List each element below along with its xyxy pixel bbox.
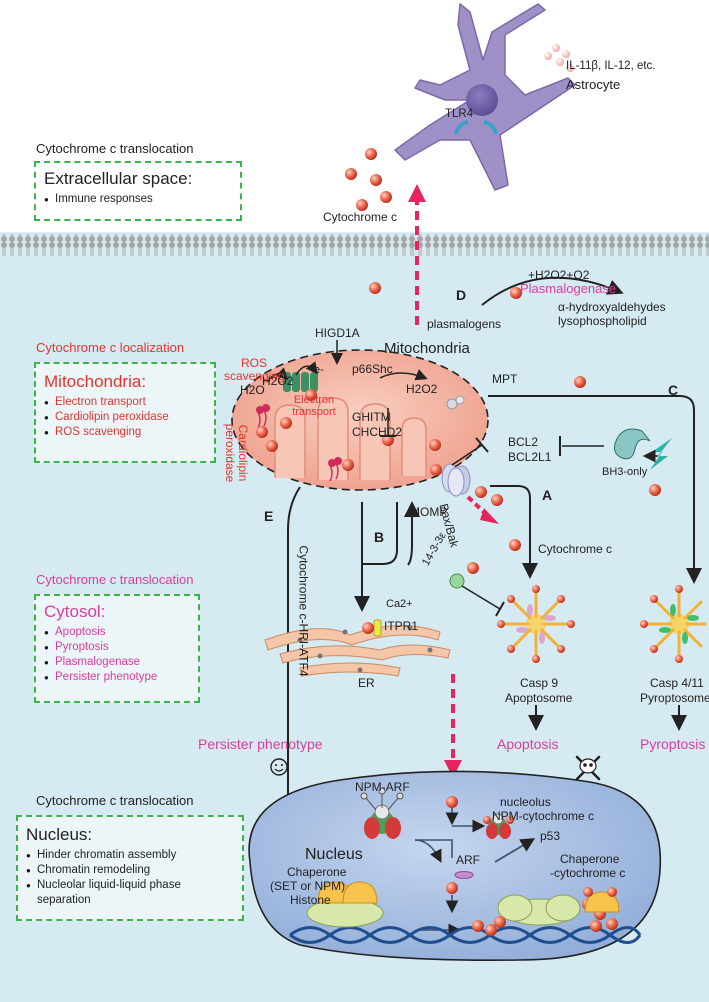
electron-transport-label: Electron transport <box>292 394 336 418</box>
pyroptosome-label: Pyroptosome <box>640 691 709 705</box>
nucleus-title: Nucleus: <box>26 825 93 844</box>
extracellular-list: Immune responses <box>44 192 232 207</box>
mitochondria-list: Electron transport Cardiolipin peroxidas… <box>44 395 206 440</box>
extracellular-panel: Extracellular space: Immune responses <box>34 161 242 221</box>
electron-label: e- <box>314 364 324 376</box>
tlr4-label: TLR4 <box>445 108 474 120</box>
npm-arf-label: NPM-ARF <box>355 780 410 794</box>
cytosol-heading: Cytochrome c translocation <box>36 572 194 587</box>
plasma-membrane <box>0 234 709 256</box>
path-d-arc <box>481 276 624 306</box>
mitochondria-title: Mitochondria: <box>44 372 147 391</box>
casp9-label: Casp 9 <box>520 676 559 690</box>
nucleus-label: Nucleus <box>305 846 363 863</box>
product1-label: α-hydroxyaldehydes <box>558 300 666 314</box>
nucleus <box>248 770 662 961</box>
chaperone-cyt-label: Chaperone <box>560 852 620 866</box>
mitochondria-panel: Mitochondria: Electron transport Cardiol… <box>34 362 216 463</box>
apoptosome-label: Apoptosome <box>505 691 573 705</box>
extracellular-heading: Cytochrome c translocation <box>36 141 194 156</box>
cytosol-item: Pyroptosis <box>44 640 190 655</box>
nucleolus-label: nucleolus <box>500 795 551 809</box>
ros-scavenging-label: ROS scavenging <box>224 356 285 383</box>
h2o2-right-label: H2O2 <box>406 382 438 396</box>
arf-label: ARF <box>456 853 480 867</box>
path-c-label: C <box>668 382 679 398</box>
pyroptosis-outcome-label: Pyroptosis <box>640 736 706 752</box>
p66shc-label: p66Shc <box>352 362 393 376</box>
path-e-arrow <box>280 486 301 816</box>
cytosol-item: Apoptosis <box>44 625 190 640</box>
nucleus-list: Hinder chromatin assembly Chromatin remo… <box>26 848 234 908</box>
histone-label: Histone <box>290 893 331 907</box>
bh3-only-shape <box>614 428 651 460</box>
apoptosis-outcome-label: Apoptosis <box>497 736 559 752</box>
skull-icon <box>575 755 601 781</box>
nucleus-item: Chromatin remodeling <box>26 863 234 878</box>
ca2-label: Ca2+ <box>386 598 413 610</box>
plasmalogen-reaction-label: +H2O2+O2 <box>528 268 590 282</box>
extracellular-title: Extracellular space: <box>44 169 193 188</box>
chchd2-label: CHCHD2 <box>352 425 403 439</box>
smiley-icon <box>270 758 288 776</box>
cytosol-item: Persister phenotype <box>44 670 190 685</box>
set-npm-label: (SET or NPM) <box>270 879 346 893</box>
cyt-c-chaperone-label: -cytochrome c <box>550 866 626 880</box>
path-a-arrow <box>490 485 538 579</box>
cytosol-panel: Cytosol: Apoptosis Pyroptosis Plasmaloge… <box>34 594 200 703</box>
extracellular-item: Immune responses <box>44 192 232 207</box>
cytokines-label: IL-11β, IL-12, etc. <box>566 60 656 72</box>
cyt-c-cytosol-label: Cytochrome c <box>538 542 613 556</box>
astrocyte-cell <box>394 3 576 191</box>
er-label: ER <box>358 676 375 690</box>
h2o2-left-label: H2O2 <box>262 374 294 388</box>
plasmalogens-label: plasmalogens <box>427 317 502 331</box>
astrocyte-label: Astrocyte <box>566 77 621 92</box>
path-b-label: B <box>374 529 385 545</box>
nucleus-item: Nucleolar liquid-liquid phase separation <box>26 878 234 908</box>
plasmalogenase-label: Plasmalogenase <box>520 281 617 296</box>
itpr1-label: ITPR1 <box>384 619 419 633</box>
mitochondria-item: ROS scavenging <box>44 425 206 440</box>
p53-label: p53 <box>540 829 561 843</box>
mitochondria-item: Electron transport <box>44 395 206 410</box>
bcl2l1-label: BCL2L1 <box>508 450 552 464</box>
nucleus-item: Hinder chromatin assembly <box>26 848 234 863</box>
mitochondria-label: Mitochondria <box>384 340 470 357</box>
cardiolipin-peroxidase-label: Cardiolipin peroxidase <box>223 423 250 483</box>
persister-label: Persister phenotype <box>198 736 323 752</box>
momp-label: MOMP <box>410 505 448 519</box>
casp411-label: Casp 4/11 <box>650 676 704 690</box>
bh3-only-label: BH3-only <box>602 466 648 478</box>
mitochondrion <box>231 340 489 491</box>
bax-bak-pore <box>430 463 503 506</box>
bcl2-label: BCL2 <box>508 435 539 449</box>
mitochondria-item: Cardiolipin peroxidase <box>44 410 206 425</box>
cyt-c-outside-label: Cytochrome c <box>323 210 398 224</box>
nucleus-panel: Nucleus: Hinder chromatin assembly Chrom… <box>16 815 244 921</box>
pyroptosome <box>640 585 707 663</box>
h2o-label: H2O <box>240 383 265 397</box>
chaperone-set-label: Chaperone <box>287 865 347 879</box>
cytosol-title: Cytosol: <box>44 602 106 621</box>
higd1a-label: HIGD1A <box>315 326 360 340</box>
npm-cyt-c-label: NPM-cytochrome c <box>492 809 595 823</box>
path-c-arrow <box>488 395 702 584</box>
mpt-label: MPT <box>492 372 518 386</box>
cytosol-list: Apoptosis Pyroptosis Plasmalogenase Pers… <box>44 625 190 685</box>
path-a-label: A <box>542 487 553 503</box>
endoplasmic-reticulum <box>264 619 451 677</box>
ghitm-label: GHITM <box>352 410 391 424</box>
mitochondria-heading: Cytochrome c localization <box>36 340 185 355</box>
path-e-label: E <box>264 508 274 524</box>
nucleus-heading: Cytochrome c translocation <box>36 793 194 808</box>
cytosol-item: Plasmalogenase <box>44 655 190 670</box>
protein-14-3-3e <box>449 573 465 589</box>
apoptosome <box>497 585 575 663</box>
product2-label: lysophospholipid <box>558 314 647 328</box>
extracellular-cyt-c <box>345 148 392 294</box>
path-d-label: D <box>456 287 467 303</box>
hri-atf4-label: Cytochrome c-HRI-ATF4 <box>296 545 311 677</box>
